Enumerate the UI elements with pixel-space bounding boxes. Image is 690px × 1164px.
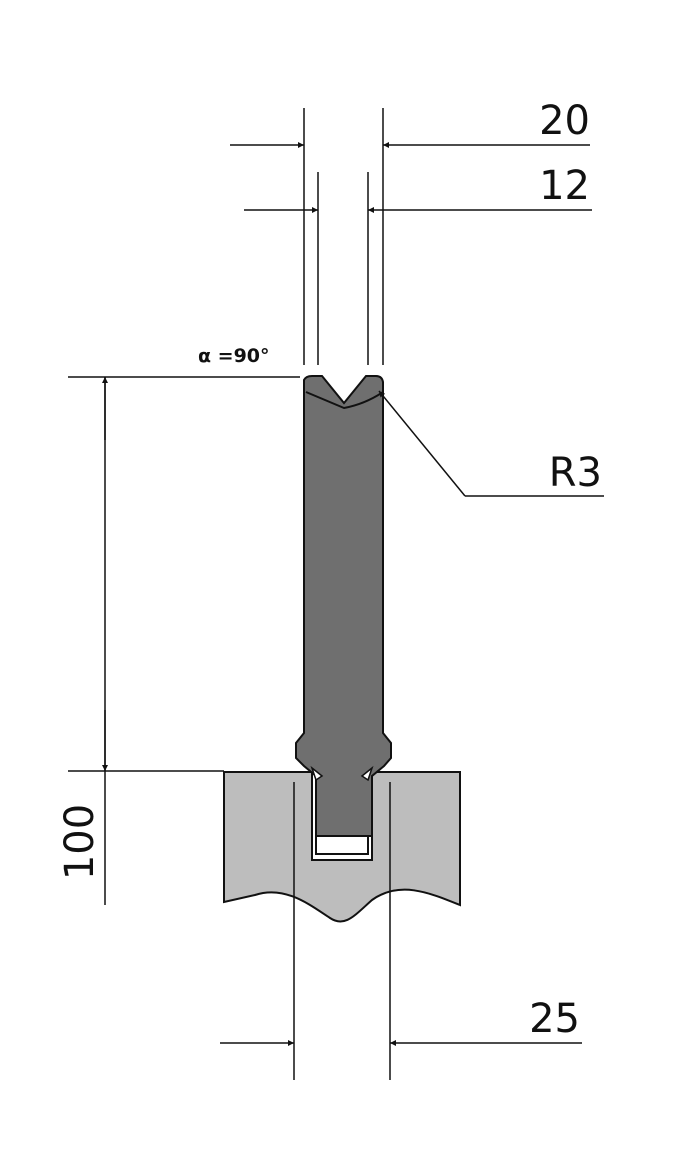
dim-12-label: 12 [539, 163, 590, 209]
notch-right [360, 765, 374, 782]
notch-left [310, 765, 324, 782]
holder-slot [315, 835, 369, 855]
dim-25-label: 25 [529, 996, 580, 1042]
angle-label: α =90° [198, 345, 270, 367]
punch-body [295, 375, 392, 837]
dim-20-label: 20 [539, 98, 590, 144]
dim-100-label: 100 [57, 804, 103, 880]
tool-holder [223, 771, 461, 923]
radius-leader-arrow [378, 390, 466, 497]
punch-tip-edge [305, 391, 384, 410]
radius-label: R3 [549, 450, 602, 496]
